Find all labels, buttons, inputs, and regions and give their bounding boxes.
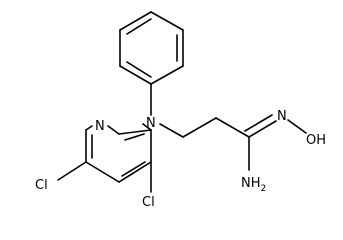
chain-bond-1 — [182, 117, 217, 138]
pyridine-ring — [85, 125, 152, 183]
amine-nitrogen-label: N — [146, 116, 156, 131]
oxime-nitrogen-label: N — [277, 109, 287, 124]
chlorine-left-bond — [57, 161, 87, 181]
chlorine-left-label: Cl — [35, 178, 48, 193]
pyridine-nitrogen-label: N — [95, 119, 105, 134]
structure-canvas: N N N OH NH2 Cl Cl — [35, 11, 326, 210]
amine-pyridine-bond — [142, 123, 152, 131]
imine-double-bond-b — [244, 114, 273, 132]
phenyl-ring — [119, 11, 184, 85]
oxime-n-o-bond — [287, 119, 307, 134]
amine-chain-bond — [159, 123, 184, 138]
amine-nh2-label: NH2 — [241, 176, 266, 194]
chlorine-right-label: Cl — [142, 195, 155, 210]
chain-bond-2 — [215, 117, 250, 138]
hydroxyl-label: OH — [306, 133, 326, 148]
imine-double-bond-a — [248, 120, 277, 138]
chemical-structure-diagram: N N N OH NH2 Cl Cl — [35, 11, 326, 210]
